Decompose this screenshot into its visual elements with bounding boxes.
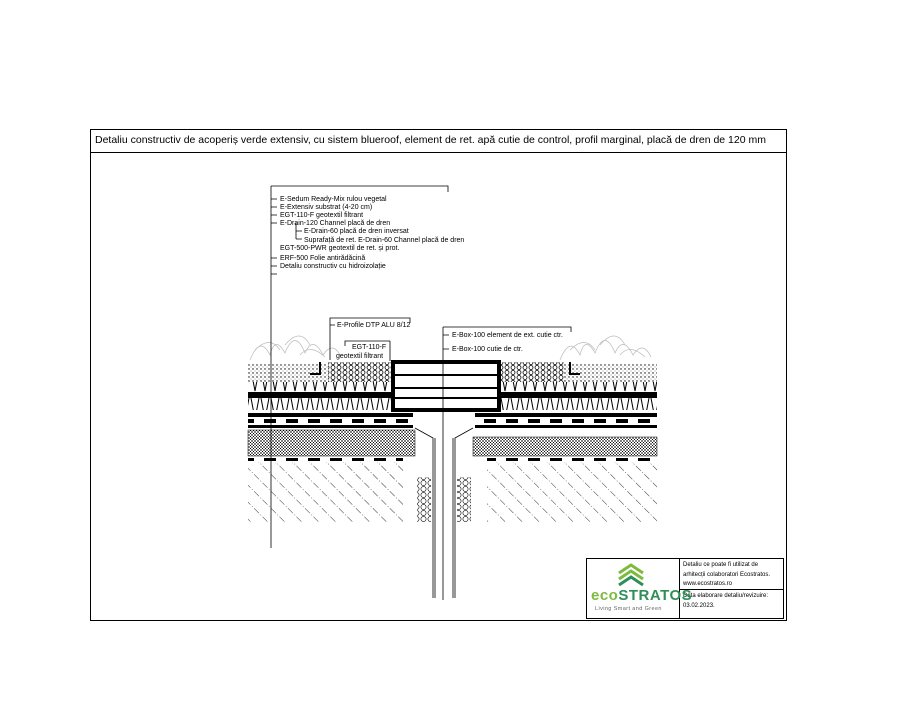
label-egt-line2: geotextil filtrant <box>336 353 383 360</box>
label-waterproofing: Detaliu constructiv cu hidroizolație <box>280 263 386 270</box>
label-erf-500: ERF-500 Folie antirădăcină <box>280 255 365 262</box>
label-box-ext: E-Box-100 element de ext. cutie ctr. <box>452 332 563 339</box>
ecostratos-logo: ecoSTRATOS Living Smart and Green <box>587 559 692 618</box>
layer-labels: E-Sedum Ready-Mix rulou vegetal E-Extens… <box>280 196 563 360</box>
substrate-left <box>248 364 328 382</box>
plants-right <box>559 335 652 361</box>
concrete-slab-right <box>487 462 657 522</box>
drawing-title: Detaliu constructiv de acoperiș verde ex… <box>91 130 786 153</box>
label-geotextile: EGT-110-F geotextil filtrant <box>280 212 363 219</box>
drain-pipe <box>414 427 474 598</box>
drain-board-left <box>248 382 395 410</box>
label-sedum: E-Sedum Ready-Mix rulou vegetal <box>280 196 387 203</box>
drawing-frame: Detaliu constructiv de acoperiș verde ex… <box>90 129 787 621</box>
label-profile: E-Profile DTP ALU 8/12 <box>337 322 411 329</box>
gravel-left <box>328 362 395 382</box>
label-egt-500: EGT-500-PWR geotextil de ret. și prot. <box>280 245 399 252</box>
date-value: 03.02.2023. <box>683 602 715 609</box>
insulation-sleeve-left <box>417 477 431 522</box>
label-substrate: E-Extensiv substrat (4-20 cm) <box>280 204 372 211</box>
concrete-slab-left <box>248 462 403 522</box>
label-drain-120: E-Drain-120 Channel placă de dren <box>280 220 390 227</box>
insulation-left <box>247 429 416 457</box>
title-block: ecoSTRATOS Living Smart and Green Detali… <box>586 558 784 619</box>
drain-board-right <box>497 382 657 410</box>
date-label: Data elaborare detaliu/revizuire: <box>683 593 769 599</box>
usage-note-2: arhitecții colaboratori Ecostratos. <box>683 571 771 578</box>
label-drain-60: E-Drain-60 placă de dren inversat <box>304 228 409 235</box>
plants-left <box>249 335 342 361</box>
label-egt-line1: EGT-110-F <box>352 344 386 351</box>
insulation-sleeve-right <box>457 477 471 522</box>
website: www.ecostratos.ro <box>683 581 733 587</box>
substrate-right <box>564 364 657 382</box>
gravel-right <box>497 362 564 382</box>
insulation-right <box>472 436 658 457</box>
label-retention-surface: Suprafață de ret. E-Drain-60 Channel pla… <box>304 237 464 244</box>
brand-name: ecoSTRATOS <box>591 587 693 604</box>
control-box <box>391 360 501 412</box>
usage-note-1: Detaliu ce poate fi utilizat de <box>683 562 759 568</box>
edge-profiles <box>310 362 580 375</box>
label-box: E-Box-100 cutie de ctr. <box>452 346 523 353</box>
logo-chevrons-icon <box>618 563 644 587</box>
slogan: Living Smart and Green <box>595 606 662 612</box>
